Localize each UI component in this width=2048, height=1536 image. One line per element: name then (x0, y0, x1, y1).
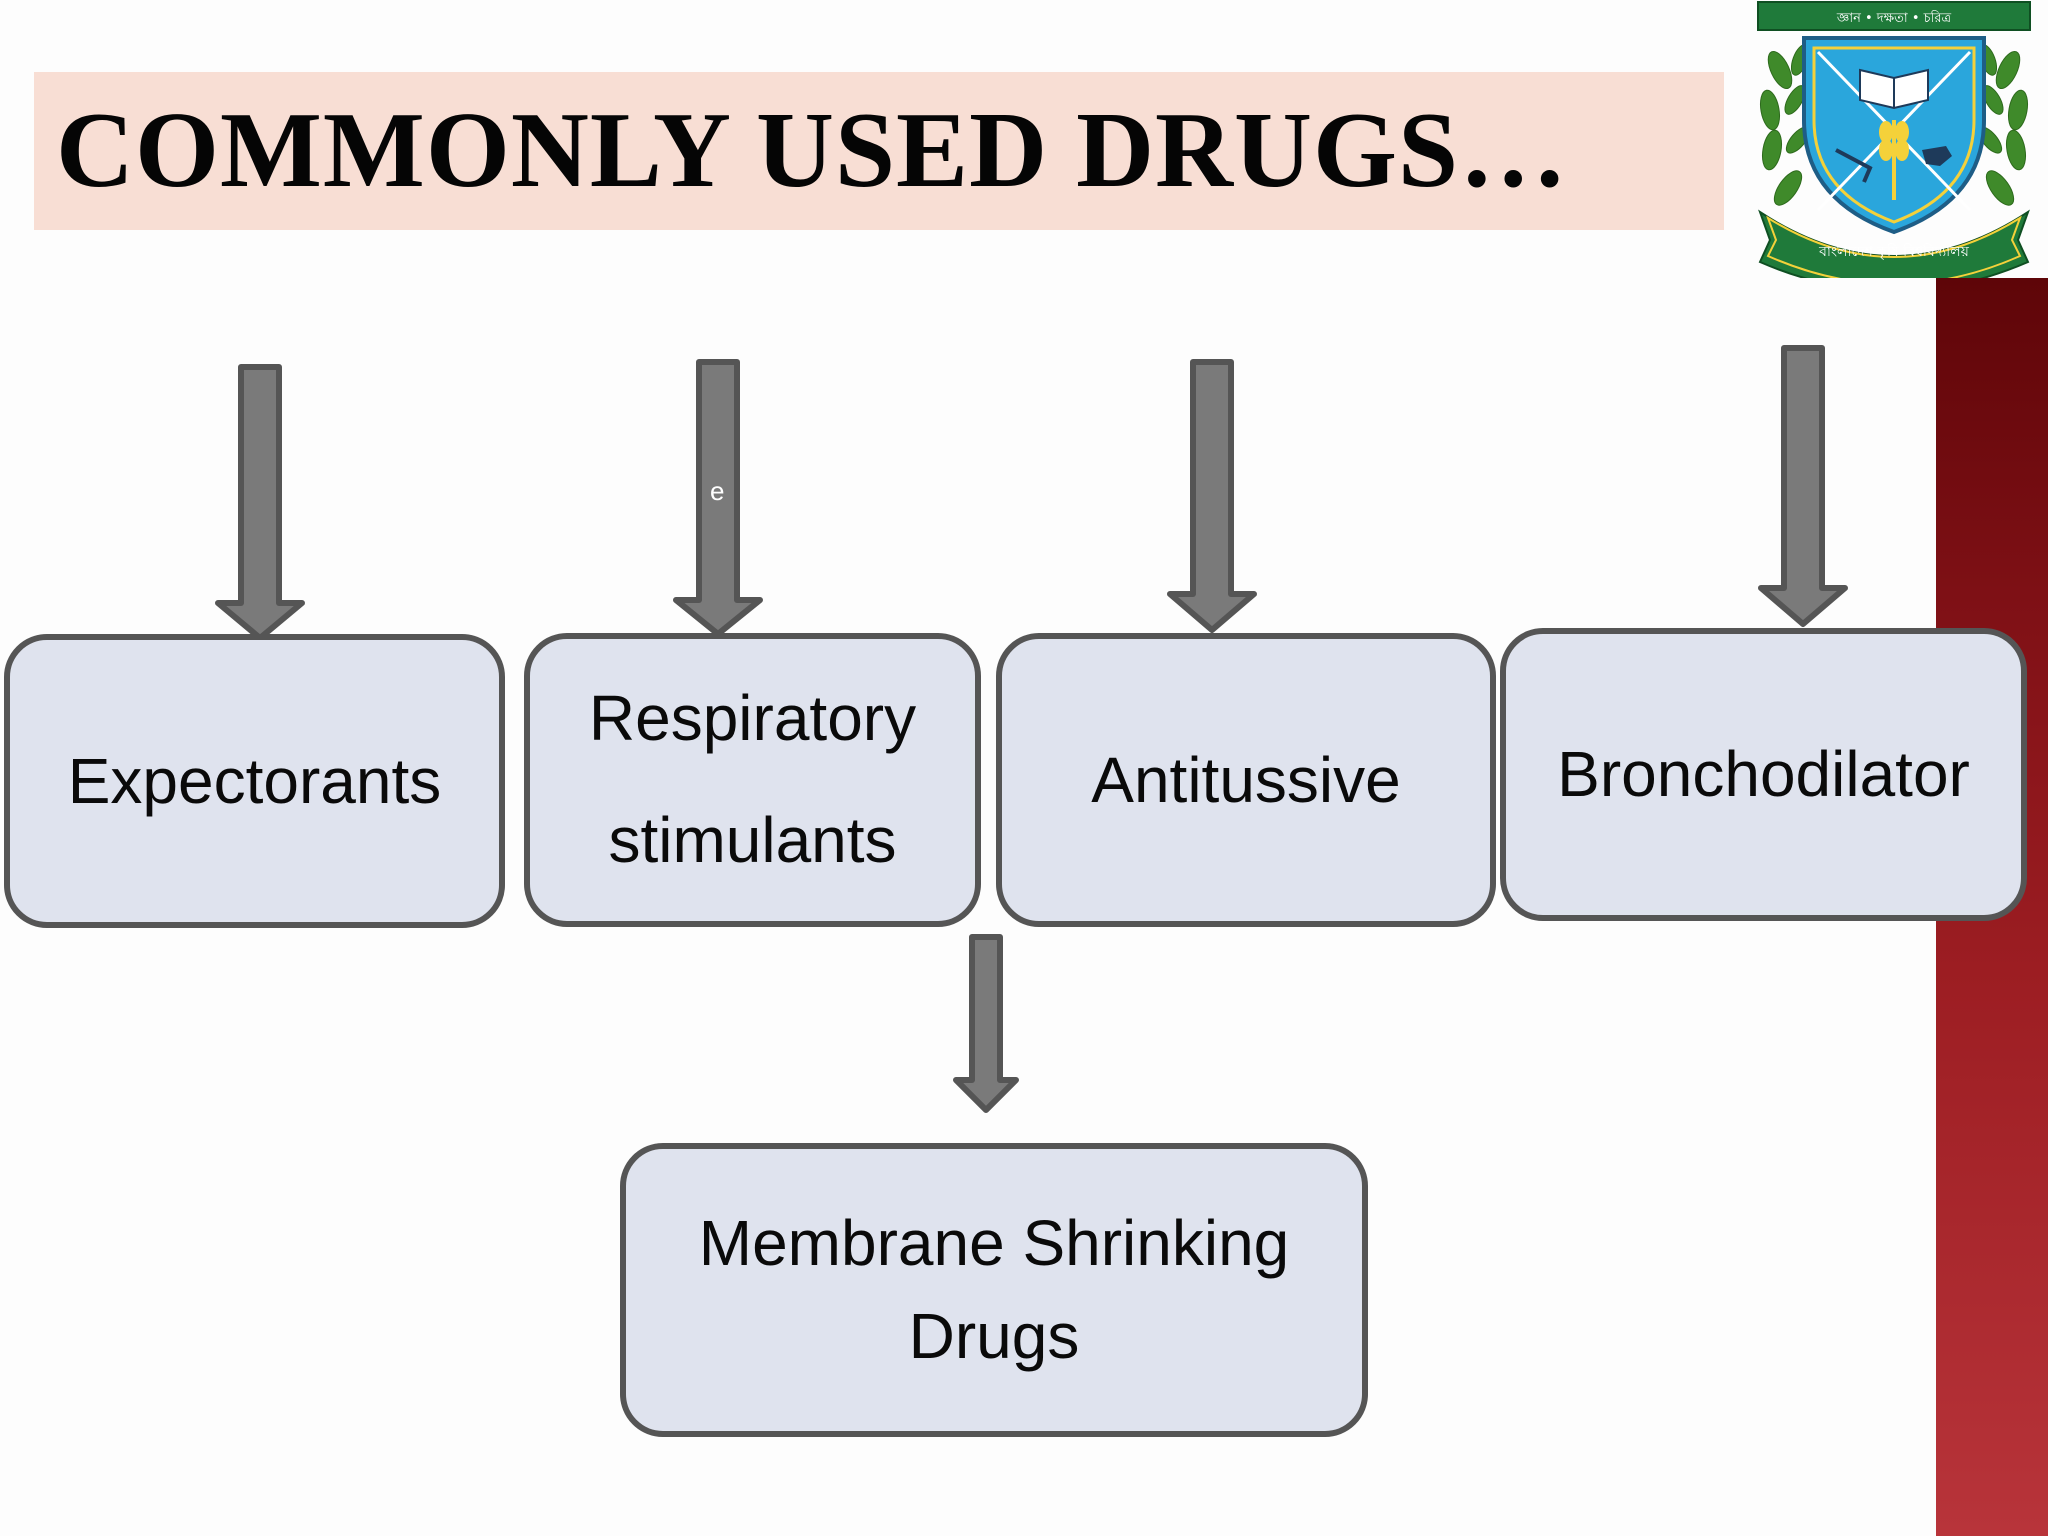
node-box-bronchodilator (1500, 628, 2027, 921)
node-box-respiratory-stimulants (524, 633, 981, 927)
node-box-antitussive (996, 633, 1496, 927)
node-label-respiratory-stimulants: Respiratory stimulants (588, 682, 917, 876)
node-label-antitussive: Antitussive (1091, 743, 1401, 816)
node-box-expectorants (4, 634, 505, 928)
arrow-bronchodilator (1758, 345, 1848, 627)
arrow-antitussive (1167, 359, 1257, 633)
node-label-membrane-shrinking-drugs: Membrane Shrinking Drugs (698, 1207, 1290, 1372)
wheat-icon (1879, 120, 1909, 200)
logo-motto: জ্ঞান • দক্ষতা • চরিত্র (1836, 10, 1952, 26)
arrow-respiratory-stimulants (673, 359, 763, 637)
arrow-expectorants (215, 364, 305, 641)
node-label-bronchodilator: Bronchodilator (1557, 738, 1970, 811)
cow-icon (1922, 146, 1952, 166)
title-band: COMMONLY USED DRUGS… (34, 72, 1724, 230)
plough-icon (1835, 148, 1873, 183)
node-box-membrane-shrinking-drugs (620, 1143, 1368, 1437)
stray-label: e (710, 476, 725, 506)
book-icon (1859, 68, 1929, 110)
node-label-expectorants: Expectorants (67, 744, 442, 817)
university-crest-logo: জ্ঞান • দক্ষতা • চরিত্র বাংলাদেশ কৃষি বি… (1757, 1, 2031, 278)
page-title: COMMONLY USED DRUGS… (56, 91, 1569, 210)
laurel-left-icon (1759, 44, 1811, 206)
logo-ribbon-text: বাংলাদেশ কৃষি বিশ্ববিদ্যালয় (1818, 243, 1970, 260)
arrow-membrane-shrinking-drugs (953, 934, 1019, 1113)
ribbon-icon (1758, 209, 2030, 278)
